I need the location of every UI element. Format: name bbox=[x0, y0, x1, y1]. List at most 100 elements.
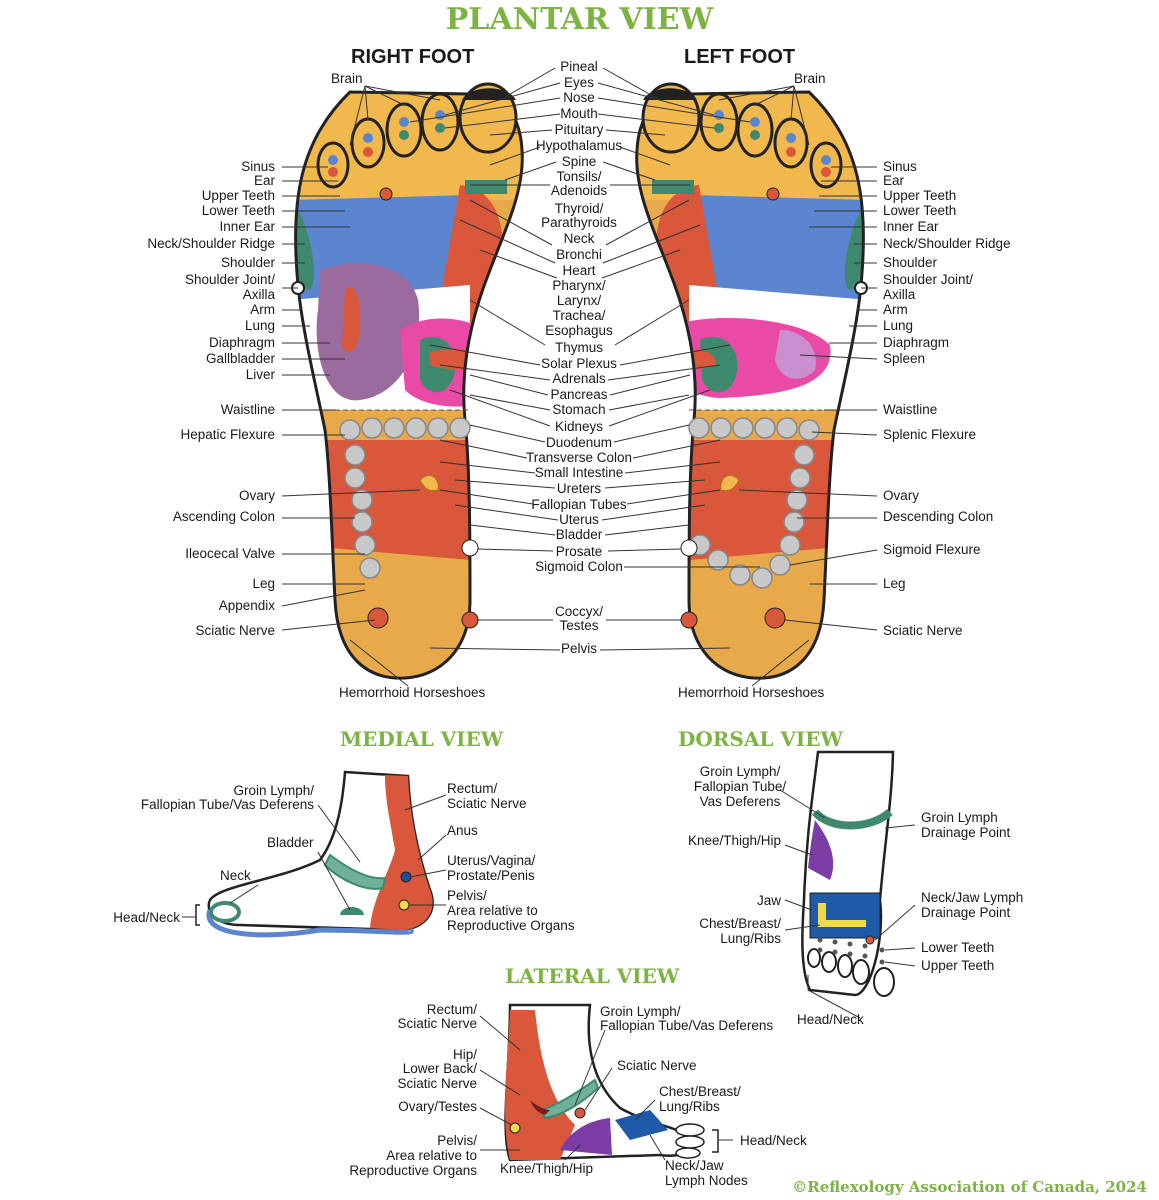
left-label-lower-teeth: Lower Teeth bbox=[883, 203, 957, 218]
center-label-small-intestine: Small Intestine bbox=[534, 465, 624, 480]
right-label-diaphragm: Diaphragm bbox=[208, 335, 275, 350]
medial-label-fallopian-vas: Fallopian Tube/Vas Deferens bbox=[140, 797, 314, 812]
center-label-transverse-colon: Transverse Colon bbox=[525, 450, 633, 465]
left-label-waistline: Waistline bbox=[883, 402, 938, 417]
dorsal-label-lower-teeth: Lower Teeth bbox=[921, 940, 995, 955]
center-label-spine: Spine bbox=[561, 154, 597, 169]
lateral-label-fallopian-vas: Fallopian Tube/Vas Deferens bbox=[600, 1018, 774, 1033]
center-label-duodenum: Duodenum bbox=[545, 435, 613, 450]
right-label-ascending-colon: Ascending Colon bbox=[172, 509, 275, 524]
dorsal-label-neck-jaw-lymph: Neck/Jaw Lymph bbox=[921, 890, 1024, 905]
dorsal-label-jaw: Jaw bbox=[756, 893, 781, 908]
center-label-trachea: Trachea/ bbox=[552, 308, 606, 323]
right-label-hemorrhoid-horseshoes: Hemorrhoid Horseshoes bbox=[339, 685, 486, 700]
left-label-arm: Arm bbox=[883, 302, 908, 317]
lateral-label-ovary-testes: Ovary/Testes bbox=[398, 1099, 477, 1114]
center-label-pituitary: Pituitary bbox=[554, 122, 604, 137]
right-label-sinus: Sinus bbox=[241, 159, 275, 174]
center-label-bladder: Bladder bbox=[555, 527, 603, 542]
dorsal-label-upper-teeth: Upper Teeth bbox=[921, 958, 995, 973]
center-label-stomach: Stomach bbox=[552, 402, 606, 417]
right-label-hepatic-flexure: Hepatic Flexure bbox=[180, 427, 275, 442]
medial-label-reproductive-organs: Reproductive Organs bbox=[447, 918, 575, 933]
dorsal-label-drainage-point: Drainage Point bbox=[921, 825, 1011, 840]
lateral-label-reproductive-organs: Reproductive Organs bbox=[349, 1163, 477, 1178]
left-label-neck-shoulder-ridge: Neck/Shoulder Ridge bbox=[883, 236, 1011, 251]
left-label-lung: Lung bbox=[883, 318, 914, 333]
medial-label-area-relative: Area relative to bbox=[447, 903, 538, 918]
right-label-ovary: Ovary bbox=[238, 488, 275, 503]
medial-view-title: MEDIAL VIEW bbox=[340, 727, 504, 751]
left-label-ovary: Ovary bbox=[883, 488, 920, 503]
lateral-label-rectum: Rectum/ bbox=[426, 1002, 477, 1017]
center-label-kidneys: Kidneys bbox=[554, 419, 604, 434]
medial-label-anus: Anus bbox=[447, 823, 478, 838]
left-label-brain: Brain bbox=[794, 71, 826, 86]
left-label-diaphragm: Diaphragm bbox=[883, 335, 950, 350]
right-label-arm: Arm bbox=[250, 302, 275, 317]
center-label-pharynx: Pharynx/ bbox=[552, 278, 606, 293]
center-label-hypothalamus: Hypothalamus bbox=[535, 138, 623, 153]
center-label-eyes: Eyes bbox=[563, 75, 594, 90]
left-label-shoulder: Shoulder bbox=[883, 255, 938, 270]
center-label-adrenals: Adrenals bbox=[552, 371, 606, 386]
center-label-ureters: Ureters bbox=[556, 481, 602, 496]
right-label-axilla: Axilla bbox=[242, 287, 275, 302]
dorsal-label-head-neck: Head/Neck bbox=[797, 1012, 864, 1027]
dorsal-label-fallopian-tube: Fallopian Tube/ bbox=[693, 779, 787, 794]
lateral-label-area-relative: Area relative to bbox=[386, 1148, 477, 1163]
right-label-gallbladder: Gallbladder bbox=[205, 351, 275, 366]
center-label-pineal: Pineal bbox=[560, 59, 598, 74]
medial-foot-drawing bbox=[182, 770, 447, 938]
lateral-label-chest-breast: Chest/Breast/ bbox=[659, 1084, 741, 1099]
right-label-brain: Brain bbox=[331, 71, 363, 86]
page-title: PLANTAR VIEW bbox=[445, 2, 714, 37]
left-label-descending-colon: Descending Colon bbox=[883, 509, 994, 524]
lateral-label-hip: Hip/ bbox=[452, 1047, 477, 1062]
lateral-label-lung-ribs: Lung/Ribs bbox=[659, 1099, 720, 1114]
medial-label-pelvis: Pelvis/ bbox=[447, 888, 487, 903]
right-label-shoulder: Shoulder bbox=[220, 255, 275, 270]
dorsal-label-groin-lymph-2: Groin Lymph bbox=[921, 810, 998, 825]
dorsal-foot-drawing bbox=[779, 750, 916, 1019]
center-label-neck: Neck bbox=[563, 231, 595, 246]
center-label-thymus: Thymus bbox=[554, 340, 603, 355]
center-label-uterus: Uterus bbox=[559, 512, 599, 527]
medial-label-neck: Neck bbox=[220, 868, 251, 883]
center-label-heart: Heart bbox=[562, 263, 596, 278]
dorsal-label-groin-lymph: Groin Lymph/ bbox=[699, 764, 781, 779]
right-foot-heading: RIGHT FOOT bbox=[351, 46, 475, 68]
lateral-label-pelvis: Pelvis/ bbox=[437, 1133, 477, 1148]
left-label-shoulder-joint: Shoulder Joint/ bbox=[883, 272, 974, 287]
medial-label-prostate-penis: Prostate/Penis bbox=[447, 868, 535, 883]
lateral-label-lower-back: Lower Back/ bbox=[402, 1061, 477, 1076]
left-label-hemorrhoid-horseshoes: Hemorrhoid Horseshoes bbox=[678, 685, 825, 700]
medial-label-sciatic-nerve: Sciatic Nerve bbox=[447, 796, 527, 811]
left-label-leg: Leg bbox=[883, 576, 906, 591]
lateral-label-sciatic-nerve-3: Sciatic Nerve bbox=[617, 1058, 697, 1073]
center-label-pelvis: Pelvis bbox=[560, 641, 597, 656]
dorsal-label-vas-deferens: Vas Deferens bbox=[699, 794, 781, 809]
lateral-label-lymph-nodes: Lymph Nodes bbox=[665, 1173, 748, 1188]
right-label-lung: Lung bbox=[244, 318, 275, 333]
left-label-ear: Ear bbox=[883, 173, 905, 188]
center-label-solar-plexus: Solar Plexus bbox=[541, 356, 617, 371]
right-label-sciatic-nerve: Sciatic Nerve bbox=[195, 623, 275, 638]
left-label-sinus: Sinus bbox=[883, 159, 917, 174]
center-label-thyroid: Thyroid/ bbox=[554, 201, 604, 216]
right-label-leg: Leg bbox=[252, 576, 275, 591]
lateral-foot-drawing bbox=[479, 1003, 733, 1162]
left-label-sciatic-nerve: Sciatic Nerve bbox=[883, 623, 963, 638]
lateral-label-knee-thigh-hip: Knee/Thigh/Hip bbox=[500, 1161, 594, 1176]
right-label-upper-teeth: Upper Teeth bbox=[201, 188, 275, 203]
right-label-lower-teeth: Lower Teeth bbox=[201, 203, 275, 218]
center-label-larynx: Larynx/ bbox=[556, 293, 602, 308]
left-label-splenic-flexure: Splenic Flexure bbox=[883, 427, 977, 442]
center-label-bronchi: Bronchi bbox=[556, 247, 602, 262]
right-label-waistline: Waistline bbox=[220, 402, 275, 417]
lateral-label-groin-lymph: Groin Lymph/ bbox=[600, 1004, 681, 1019]
copyright-notice: ©Reflexology Association of Canada, 2024 bbox=[792, 1178, 1147, 1196]
center-label-parathyroids: Parathyroids bbox=[541, 215, 617, 230]
medial-label-head-neck: Head/Neck bbox=[113, 910, 180, 925]
